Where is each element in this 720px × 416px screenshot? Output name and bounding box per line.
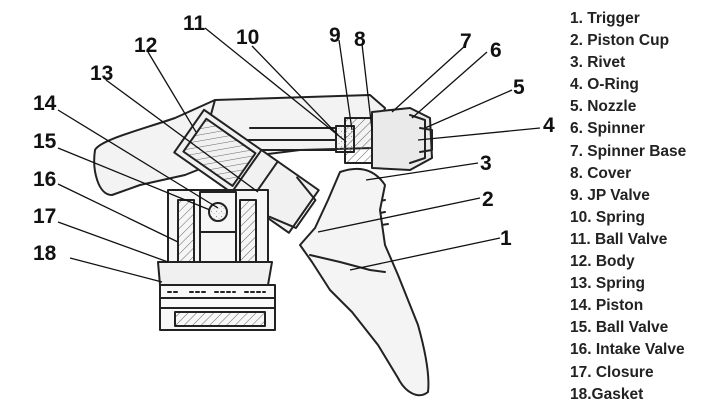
legend-item: 6. Spinner: [570, 120, 645, 138]
callout-8: 8: [354, 28, 366, 51]
sprayer-body-drawing: [93, 94, 433, 397]
closure-cap: [157, 261, 276, 331]
callout-7: 7: [460, 30, 472, 53]
legend-item: 14. Piston: [570, 297, 644, 315]
leader-lines: [57, 27, 541, 283]
legend-item: 11. Ball Valve: [570, 230, 668, 248]
callout-numbers: 1 2 3 4 5 6 7 8 9 10 11 12 13 14 15 16 1…: [33, 12, 555, 265]
callout-5: 5: [513, 76, 525, 99]
legend-item: 4. O-Ring: [570, 76, 639, 94]
callout-10: 10: [236, 26, 259, 49]
callout-2: 2: [482, 188, 494, 211]
legend-item: 3. Rivet: [570, 54, 626, 72]
callout-15: 15: [33, 130, 57, 153]
legend-item: 18.Gasket: [570, 385, 644, 403]
nozzle-assembly: [239, 107, 433, 171]
legend-item: 5. Nozzle: [570, 98, 637, 116]
callout-13: 13: [90, 62, 113, 85]
callout-1: 1: [500, 227, 512, 250]
legend-item: 16. Intake Valve: [570, 341, 685, 359]
parts-legend: 1. Trigger 2. Piston Cup 3. Rivet 4. O-R…: [570, 8, 686, 406]
legend-item: 2. Piston Cup: [570, 32, 670, 50]
callout-18: 18: [33, 242, 57, 265]
callout-17: 17: [33, 205, 56, 228]
legend-item: 9. JP Valve: [570, 186, 650, 204]
callout-14: 14: [33, 92, 57, 115]
trigger: [299, 167, 430, 397]
legend-item: 13. Spring: [570, 275, 645, 293]
legend-item: 17. Closure: [570, 363, 654, 381]
callout-11: 11: [183, 12, 206, 35]
legend-item: 1. Trigger: [570, 10, 640, 27]
callout-9: 9: [329, 24, 341, 47]
legend-item: 12. Body: [570, 253, 635, 271]
callout-16: 16: [33, 168, 56, 191]
legend-item: 10. Spring: [570, 208, 645, 226]
legend-item: 8. Cover: [570, 164, 632, 182]
callout-12: 12: [134, 34, 157, 57]
callout-3: 3: [480, 152, 492, 175]
callout-4: 4: [543, 114, 555, 137]
legend-item: 7. Spinner Base: [570, 142, 687, 160]
callout-6: 6: [490, 39, 502, 62]
legend-item: 15. Ball Valve: [570, 319, 669, 337]
valve-housing: [167, 189, 269, 283]
